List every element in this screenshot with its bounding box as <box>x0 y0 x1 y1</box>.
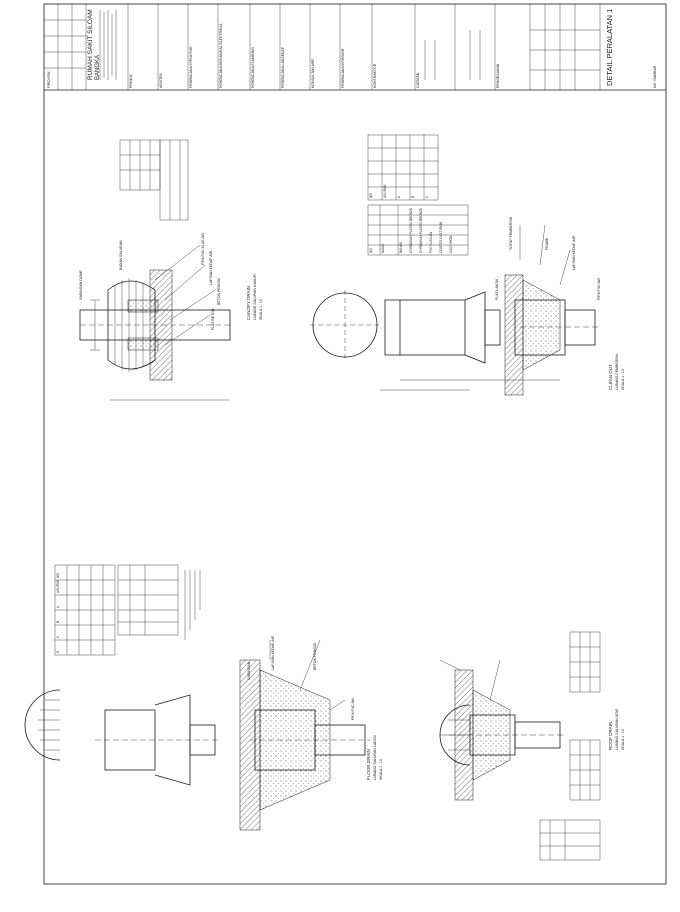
floor-drain-scale: SKALA 1 : 10 <box>379 759 383 780</box>
floor-drain-grate <box>24 689 61 761</box>
floor-drain-note-3: BETON PENGISI <box>313 643 317 670</box>
canopy-note-2: BADAN SALURAN <box>119 240 123 270</box>
col-no-gambar: NO. GAMBAR <box>653 65 657 88</box>
col-interior: PERENCANA INTERIOR <box>341 48 345 88</box>
col-arsitek: ARSITEK <box>159 72 163 88</box>
floor-drain-note-2: LAPISAN KEDAP AIR <box>271 635 275 670</box>
roof-drain-subtitle: LUBANG SALURAN ATAP <box>615 708 619 750</box>
canopy-subtitle: LUBANG SALURAN KANOPI <box>253 274 257 320</box>
mt-r4: COATED CAST IRON <box>439 221 443 253</box>
mt-h1: NAMA <box>381 243 385 253</box>
cleanout-note-1: TUTUP PEMBERSIH <box>509 216 513 250</box>
cleanout-dimension-table <box>367 134 439 201</box>
roof-drain-tables <box>539 631 601 861</box>
cleanout-table-text: NO UKURAN A B C NO NAMA BAHAN CHROMIUM P… <box>369 184 453 253</box>
col-mep: KONSULTAN MEP <box>311 58 315 88</box>
ct-h3: B <box>411 196 415 198</box>
mt-h2: BAHAN <box>399 241 403 253</box>
drawing-title: DETAIL PERALATAN 1 <box>605 9 614 86</box>
roof-drain-title: ROOF DRAIN <box>608 722 613 750</box>
canopy-slab <box>149 269 173 381</box>
canopy-note-3: PIPA PVC KLAS AW <box>201 232 205 265</box>
canopy-drain-detail: SARINGAN DOME BADAN SALURAN PIPA PVC KLA… <box>79 139 263 401</box>
cleanout-detail: TUTUP PEMBERSIH FRAME PIPA PVC AW PLAT L… <box>310 134 625 396</box>
col-struktur: PERENCANA STRUKTUR <box>189 46 193 88</box>
mt-h0: NO <box>369 248 373 253</box>
floor-drain-detail: SARINGAN LAPISAN KEDAP AIR BETON PENGISI… <box>24 564 383 831</box>
col-me: PERENCANA MEKANIKAL ELEKTRIKAL <box>219 23 223 88</box>
cleanout-materials-table <box>367 204 469 256</box>
ft-h2: A <box>56 605 60 608</box>
col-kontraktor: KONTRAKTOR <box>373 63 377 88</box>
floor-drain-title: FLOOR DRAIN <box>366 749 371 780</box>
ct-h1: UKURAN <box>383 184 387 198</box>
title-block: PROYEK RUMAH SAKIT SILOAM BANGKA PEMILIK… <box>44 4 666 91</box>
mt-r1: CHROMIUM PLATED BRONZE <box>409 208 413 253</box>
project-label: PROYEK <box>46 71 51 88</box>
cleanout-note-5: LAPISAN KEDAP AIR <box>572 235 576 270</box>
col-pengesahan: PENGESAHAN <box>496 63 500 88</box>
col-plumbing: PERENCANA PLUMBING <box>251 47 255 88</box>
cleanout-scale: SKALA 1 : 10 <box>621 369 625 390</box>
col-catatan: CATATAN <box>416 72 420 88</box>
ct-h0: NO <box>369 193 373 198</box>
canopy-title: CANOPY DRAIN <box>246 286 251 320</box>
roof-drain-detail: ROOF DRAIN LUBANG SALURAN ATAP SKALA 1 :… <box>439 631 625 861</box>
canopy-note-4: LAPISAN KEDAP AIR <box>209 250 213 285</box>
cleanout-note-2: FRAME <box>545 237 549 250</box>
canopy-note-1: SARINGAN DOME <box>79 270 83 300</box>
canopy-note-5: BETON PENGISI <box>217 278 221 305</box>
cleanout-body <box>399 299 466 356</box>
project-name: RUMAH SAKIT SILOAM <box>87 9 94 80</box>
cleanout-slab <box>504 274 524 396</box>
ft-h3: B <box>56 621 60 623</box>
cleanout-note-4: PLAT LANTAI <box>495 279 499 300</box>
ft-h5: D <box>56 650 60 653</box>
cleanout-title: CLEAN OUT <box>608 364 613 390</box>
col-pemilik: PEMILIK <box>129 74 133 88</box>
canopy-scale: SKALA 1 : 10 <box>259 299 263 320</box>
ct-h2: A <box>397 195 401 198</box>
floor-drain-note-1: SARINGAN <box>247 661 251 680</box>
floor-drain-dimension-table <box>54 564 116 656</box>
col-lansekap: PERENCANA LANSEKAP <box>281 46 285 88</box>
cleanout-pipe <box>564 309 596 346</box>
roof-drain-scale: SKALA 1 : 10 <box>621 729 625 750</box>
cleanout-note-3: PIPA PVC AW <box>597 277 601 300</box>
ft-h1: UKURAN <box>56 579 60 593</box>
ft-h0: NO <box>56 573 60 578</box>
mt-r3: PVC KLAS AW <box>429 232 433 253</box>
mt-r2: CHROMIUM PLATED BRONZE <box>419 208 423 253</box>
ft-h4: C <box>56 635 60 638</box>
cleanout-subtitle: LUBANG PEMBERSIH <box>615 354 619 390</box>
ct-h4: C <box>425 195 429 198</box>
floor-drain-subtitle: LUBANG SALURAN LANTAI <box>373 735 377 780</box>
mt-r5: CAST IRON <box>449 235 453 253</box>
project-location: BANGKA <box>95 55 101 80</box>
floor-drain-note-4: PIPA PVC AW <box>351 697 355 720</box>
floor-drain-slab <box>239 659 261 831</box>
floor-drain-materials-table <box>117 564 179 636</box>
canopy-note-6: PLAT BETON <box>211 308 215 330</box>
sheet-border <box>43 3 667 885</box>
floor-drain-table-text: NO UKURAN A B C D <box>56 573 60 653</box>
floor-drain-body <box>104 709 156 771</box>
